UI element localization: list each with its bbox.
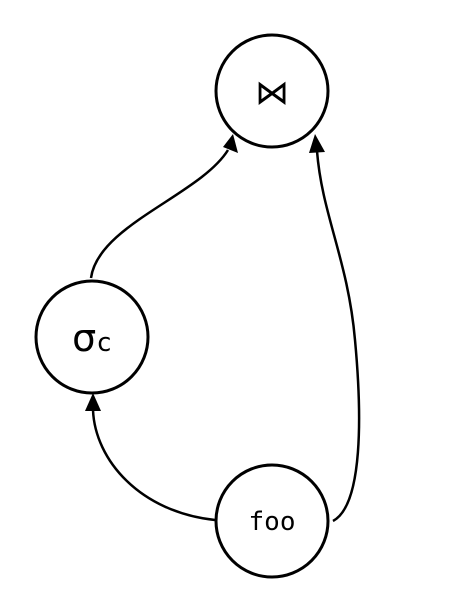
edge-foo-to-join-arrowhead — [309, 134, 325, 153]
edge-foo-to-select-arrowhead — [85, 393, 101, 411]
edge-select-to-join-arrowhead — [223, 134, 238, 153]
select-label: σc — [72, 316, 112, 360]
join-node: ⋈ — [214, 33, 330, 149]
sigma-symbol: σ — [72, 316, 96, 360]
foo-node: foo — [214, 463, 330, 579]
edge-select-to-join — [89, 149, 230, 279]
join-symbol: ⋈ — [255, 73, 289, 113]
select-subscript: c — [96, 328, 112, 358]
select-node: σc — [34, 279, 150, 395]
edge-foo-to-join — [315, 150, 361, 523]
foo-label: foo — [249, 507, 296, 537]
edge-foo-to-select — [91, 409, 216, 522]
